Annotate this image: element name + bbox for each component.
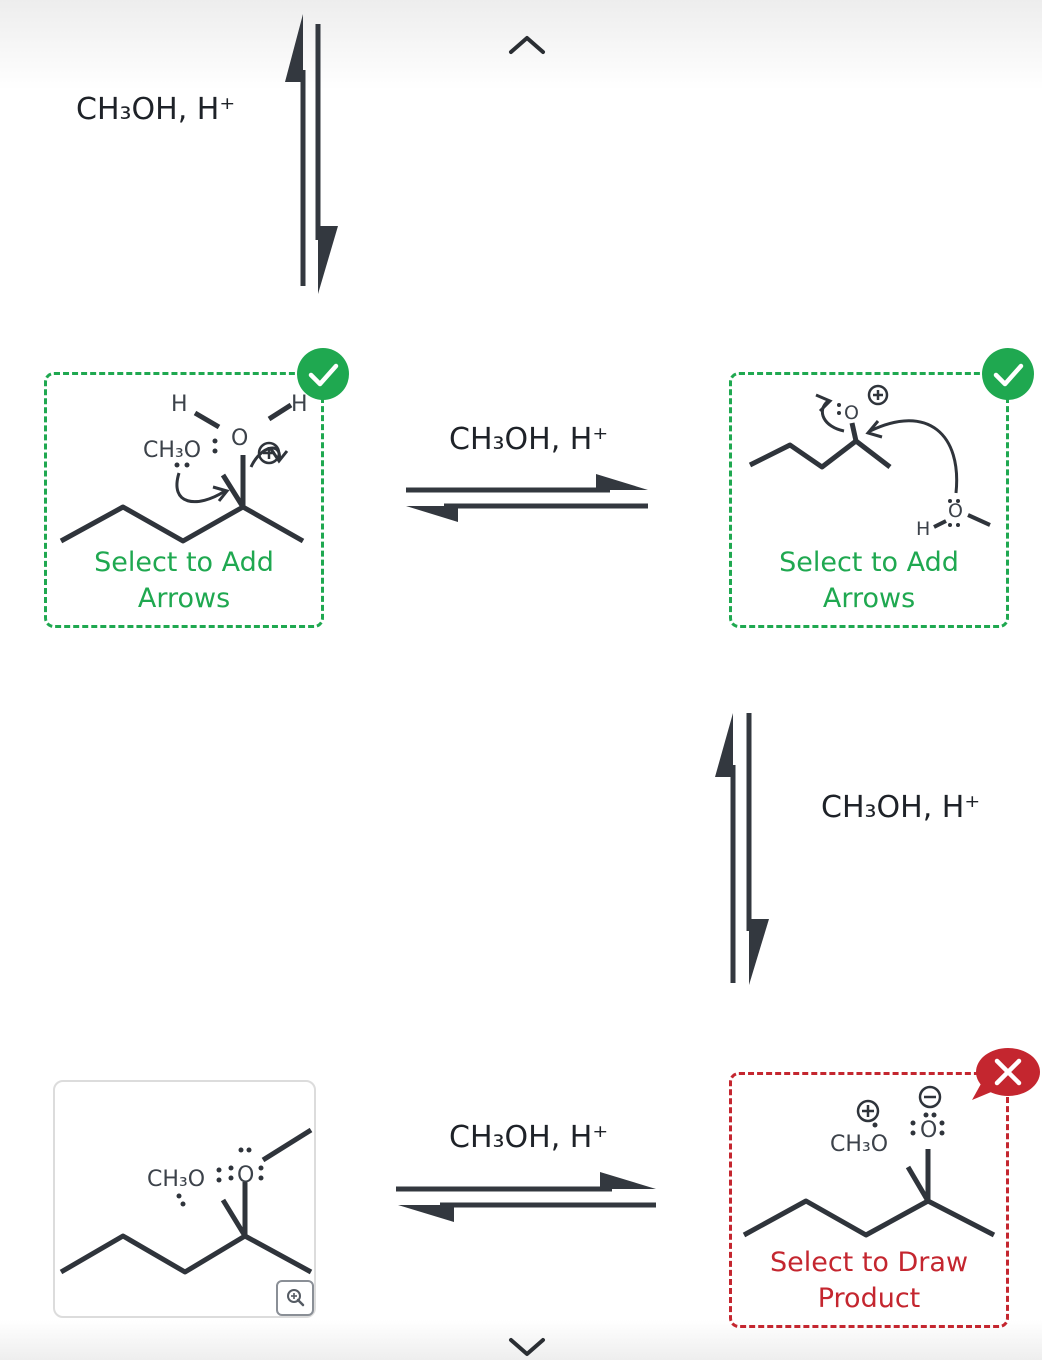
card-step1-label-line2: Arrows (137, 583, 231, 614)
card-step2-label-line1: Select to Add (779, 547, 959, 578)
atom-h-right: H (291, 392, 308, 417)
equilibrium-arrow-step1-step2 (406, 474, 648, 522)
check-icon (297, 348, 349, 400)
reagent-label-step3-to-step4: CH₃OH, H⁺ (449, 1120, 609, 1155)
zoom-in-button[interactable] (276, 1280, 314, 1316)
atom-o: O (231, 426, 248, 451)
reagent-label-step1-to-step2: CH₃OH, H⁺ (449, 422, 609, 457)
card-step2-label-line2: Arrows (822, 583, 916, 614)
card-step3-label-line2: Product (817, 1283, 921, 1314)
equilibrium-arrow-step3-step4 (396, 1172, 656, 1222)
check-icon (982, 348, 1034, 400)
atom-h-methanol: H (916, 518, 930, 540)
atom-ch3o: CH₃O (143, 438, 201, 463)
mechanism-card-step2[interactable]: O H O Select to Add Arrows (729, 372, 1009, 628)
zoom-in-icon (287, 1289, 305, 1307)
atom-h-left: H (171, 392, 188, 417)
equilibrium-arrow-step2-step3 (715, 713, 769, 985)
chevron-down-icon[interactable] (505, 1332, 549, 1360)
card-step1-label-line1: Select to Add (94, 547, 274, 578)
atom-o-alkoxide: O (920, 1118, 937, 1143)
molecule-step3: CH₃O O (742, 1085, 996, 1238)
product-preview-card[interactable]: CH₃O O (53, 1080, 316, 1318)
reagent-label-step2-to-step3: CH₃OH, H⁺ (821, 790, 981, 825)
card-step3-label-line1: Select to Draw (769, 1247, 969, 1278)
mechanism-card-step3[interactable]: CH₃O O Select to Draw Product (729, 1072, 1009, 1328)
reagent-label-top: CH₃OH, H⁺ (76, 92, 236, 127)
atom-ch3o-product: CH₃O (147, 1167, 205, 1192)
atom-o-oxonium: O (844, 402, 859, 424)
close-icon (972, 1048, 1040, 1100)
molecule-step1: H H CH₃O O (59, 392, 308, 544)
molecule-product: CH₃O O (59, 1127, 313, 1275)
equilibrium-arrow-top (285, 14, 338, 294)
chevron-up-icon[interactable] (505, 28, 549, 60)
atom-o-product: O (237, 1163, 254, 1188)
atom-o-methanol: O (948, 500, 963, 522)
mechanism-card-step1[interactable]: H H CH₃O O Select to Add Arrows (44, 372, 324, 628)
atom-ch3o-oxonium: CH₃O (830, 1132, 888, 1157)
molecule-step2: O H O (748, 384, 991, 540)
